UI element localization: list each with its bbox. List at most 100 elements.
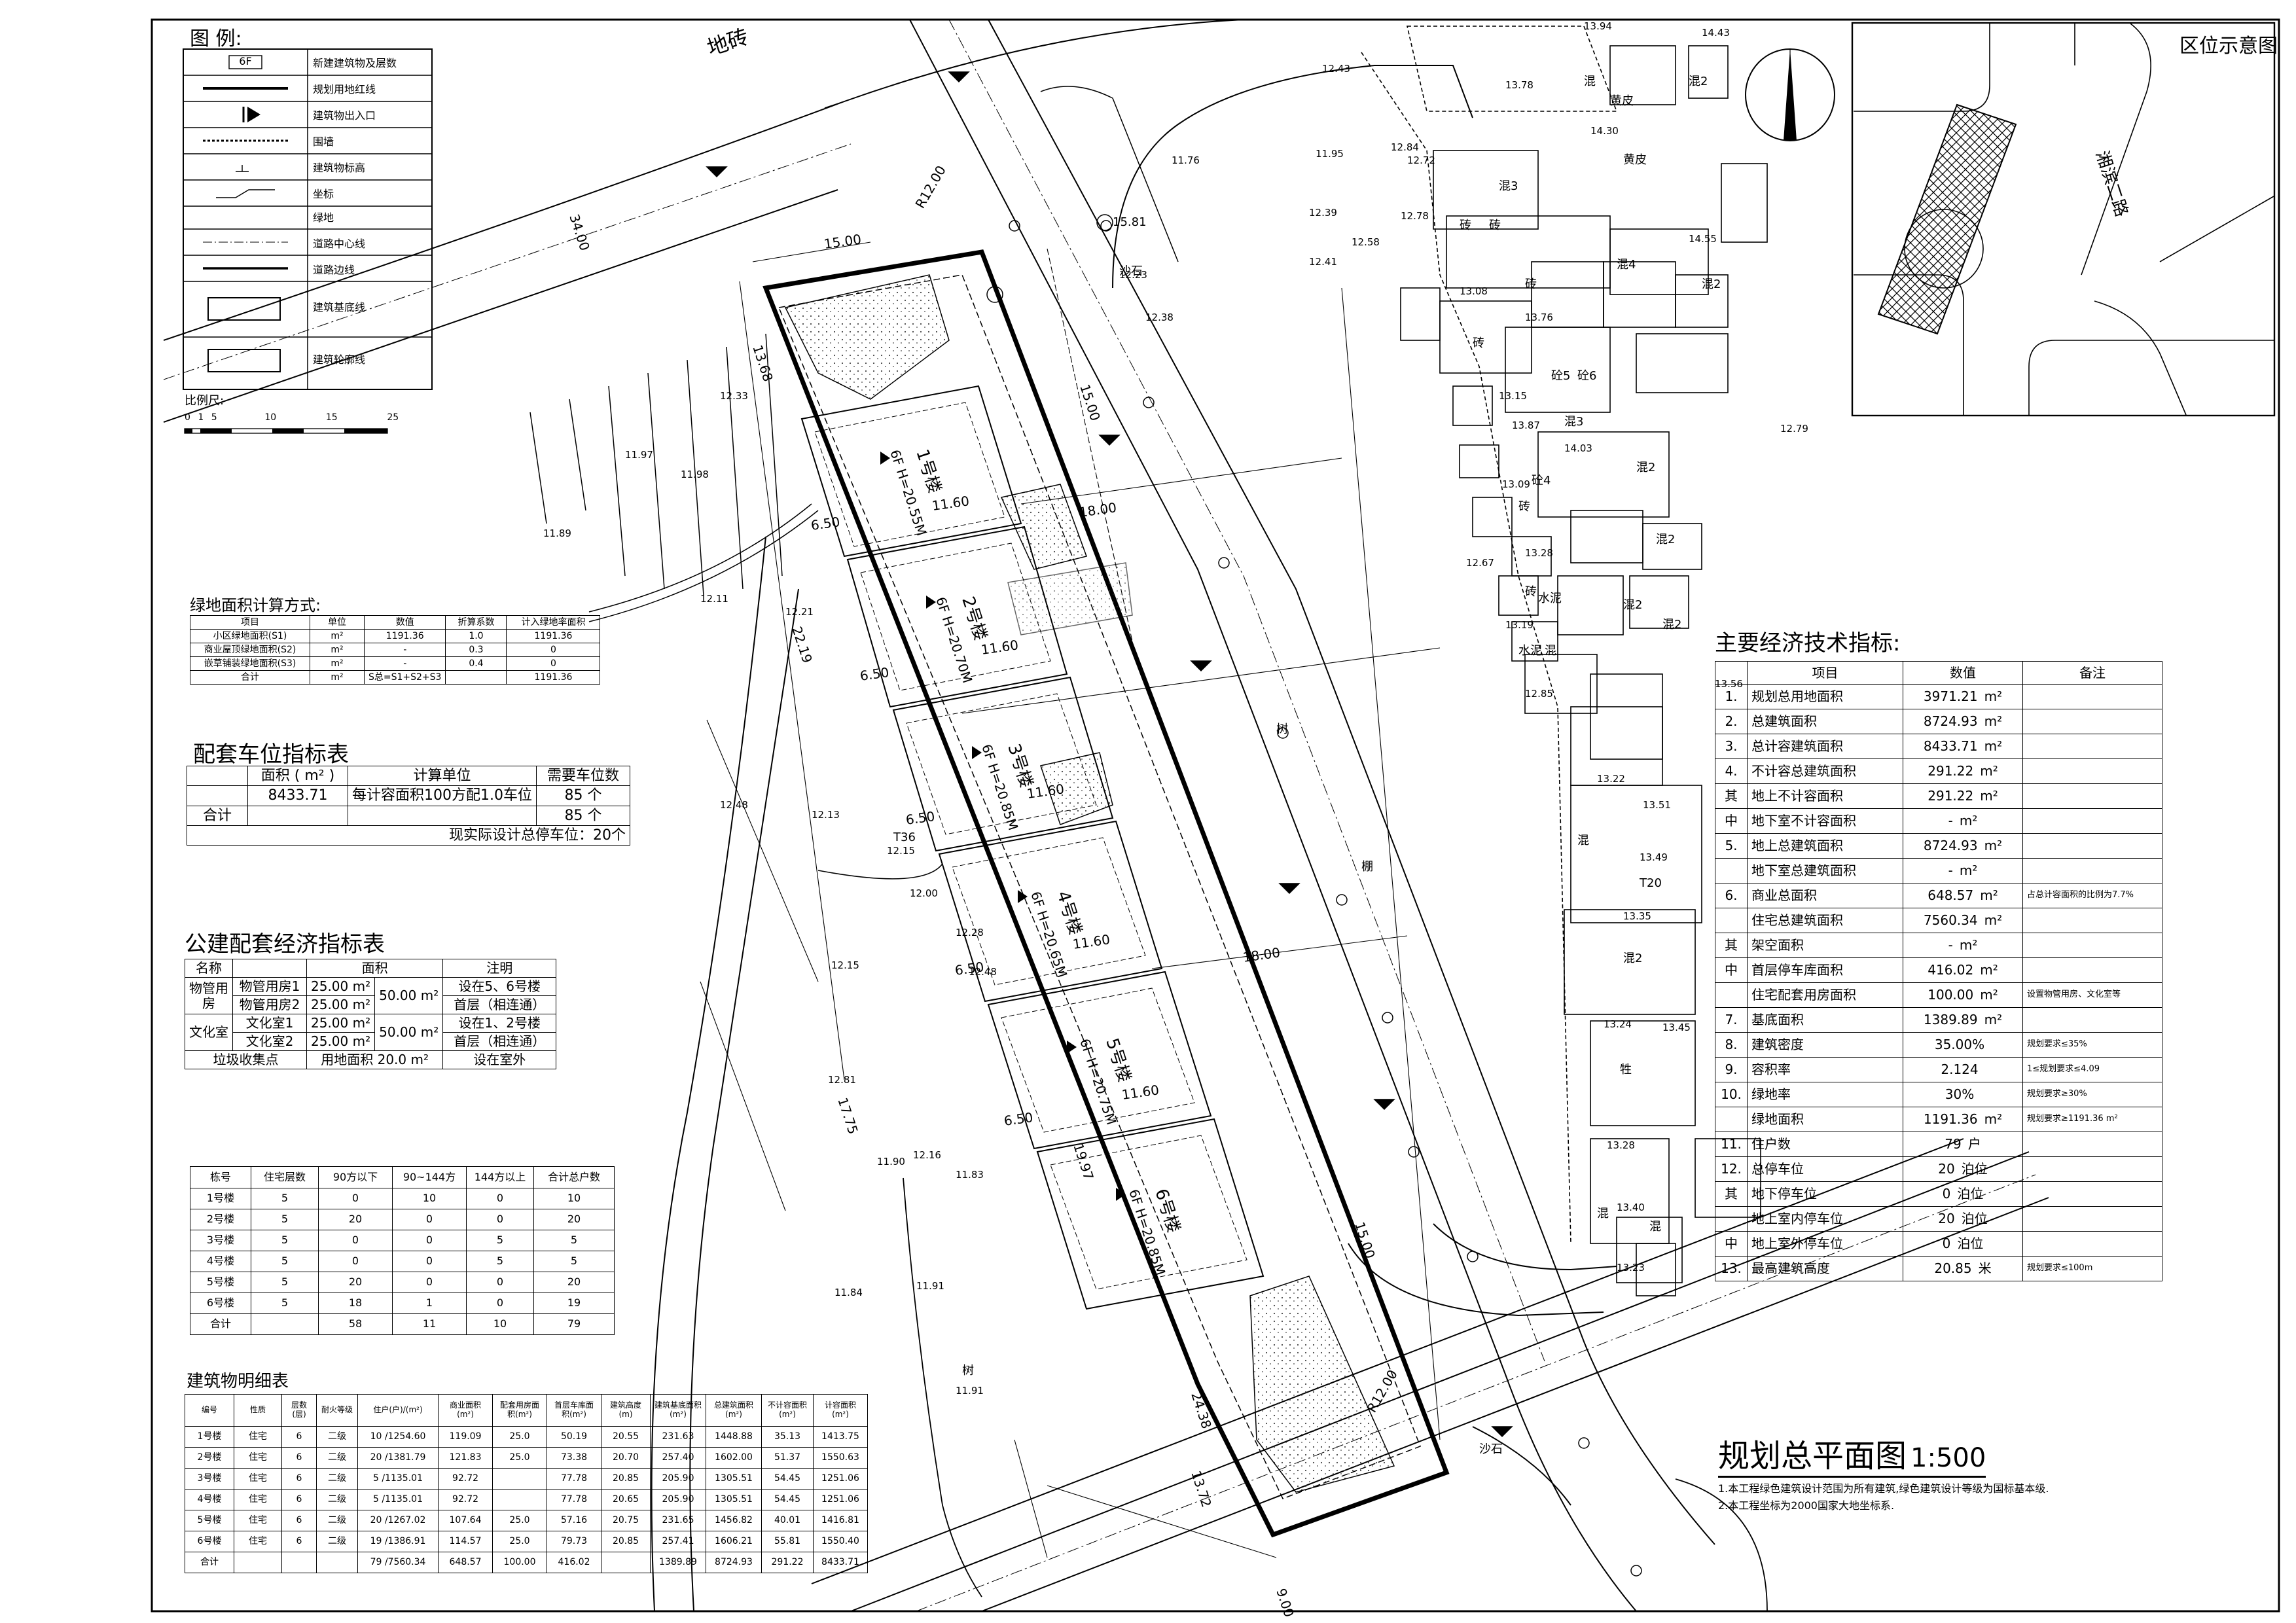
context-label: 牲	[1620, 1063, 1632, 1077]
value-unit: m²	[1984, 1111, 2003, 1127]
row-number: 4.	[1715, 758, 1748, 784]
table-cell: 0.3	[445, 643, 507, 658]
context-label: 混4	[1617, 258, 1636, 272]
elevation-label: 11.97	[625, 449, 653, 461]
row-number: 1.	[1715, 684, 1748, 709]
elevation-label: 14.03	[1564, 442, 1592, 454]
table-cell: 1602.00	[706, 1447, 762, 1469]
table-cell: 231.65	[650, 1510, 706, 1531]
elevation-label: 12.81	[828, 1074, 856, 1086]
table-cell: 119.09	[438, 1426, 493, 1448]
elevation-label: 13.09	[1502, 478, 1530, 490]
row-note	[2022, 734, 2162, 759]
row-item: 容积率	[1747, 1057, 1903, 1082]
misc-label: 沙石	[1479, 1442, 1503, 1456]
table-cell: m²	[310, 643, 365, 658]
table-cell: 0	[466, 1209, 534, 1230]
table-cell: 住宅	[234, 1447, 282, 1469]
table-cell: 6	[281, 1510, 317, 1531]
context-label: 黄皮	[1610, 94, 1634, 108]
table-cell	[281, 1552, 317, 1573]
table-cell: 92.72	[438, 1468, 493, 1489]
header-cell: 计入绿地率面积	[506, 615, 601, 630]
table-cell: 3号楼	[185, 1468, 234, 1489]
elevation-label: 13.40	[1617, 1202, 1645, 1213]
header-cell: 建筑高度(m)	[601, 1394, 651, 1427]
table-cell: 0	[466, 1293, 534, 1314]
header-cell: 总建筑面积(m²)	[706, 1394, 762, 1427]
table-cell: 0	[318, 1251, 393, 1272]
legend-item: 规划用地红线	[313, 83, 376, 96]
table-cell: 0	[506, 656, 601, 671]
legend-item: 围墙	[313, 135, 334, 148]
row-value: -m²	[1903, 933, 2023, 958]
value-text: 100.00	[1928, 987, 1974, 1003]
elevation-label: 14.43	[1702, 27, 1730, 39]
table-cell: 6	[281, 1426, 317, 1448]
table-cell: 25.0	[492, 1531, 547, 1552]
elevation-label: 12.72	[1407, 154, 1435, 166]
table-cell: 20.75	[601, 1510, 651, 1531]
value-text: 20	[1938, 1161, 1955, 1177]
buildings	[800, 385, 1265, 1310]
table-cell: m²	[310, 670, 365, 685]
elevation-label: 12.38	[1145, 312, 1174, 323]
table-cell: 25.0	[492, 1447, 547, 1469]
legend-item: 道路中心线	[313, 238, 366, 250]
table-cell: 1	[392, 1293, 467, 1314]
legend-item: 道路边线	[313, 264, 355, 276]
legend-item: 建筑物出入口	[313, 109, 376, 122]
table-cell: 住宅	[234, 1531, 282, 1552]
table-cell: 住宅	[234, 1468, 282, 1489]
table-cell: 0	[392, 1230, 467, 1251]
row-note	[2022, 808, 2162, 834]
header-cell: 备注	[2022, 661, 2162, 685]
dimension-label: 9.00	[1273, 1586, 1297, 1619]
table-cell: 92.72	[438, 1489, 493, 1510]
value-text: 79	[1945, 1136, 1962, 1152]
row-number: 8.	[1715, 1032, 1748, 1058]
table-cell: 1251.06	[813, 1468, 868, 1489]
header-cell: 项目	[190, 615, 310, 630]
table-cell: 5 /1135.01	[357, 1489, 439, 1510]
elevation-label: 13.28	[1607, 1139, 1635, 1151]
table-cell	[316, 1552, 358, 1573]
misc-label: T20	[1639, 876, 1662, 890]
row-item: 基底面积	[1747, 1007, 1903, 1033]
parking-footer: 现实际设计总停车位：20个	[187, 825, 630, 846]
elevation-label: 12.67	[1466, 557, 1494, 569]
table-cell: 1191.36	[506, 629, 601, 644]
dimension-label: 13.68	[749, 343, 776, 383]
row-item: 绿地面积	[1747, 1107, 1903, 1132]
value-text: 1389.89	[1923, 1012, 1978, 1027]
row-number: 中	[1715, 808, 1748, 834]
value-unit: 米	[1978, 1260, 1992, 1276]
table-cell	[492, 1468, 547, 1489]
table-row: 中地下室不计容面积-m²	[1715, 808, 2162, 834]
legend-title: 图 例:	[190, 27, 242, 50]
plan-note: 2.本工程坐标为2000国家大地坐标系.	[1718, 1499, 1895, 1512]
elevation-label: 11.83	[956, 1169, 984, 1181]
table-row: 其架空面积-m²	[1715, 933, 2162, 958]
row-item: 地下室不计容面积	[1747, 808, 1903, 834]
row-item: 地上总建筑面积	[1747, 833, 1903, 859]
elevation-label: 13.19	[1505, 619, 1534, 631]
value-unit: m²	[1980, 763, 1998, 779]
table-cell: 小区绿地面积(S1)	[190, 629, 310, 644]
misc-label: 树	[1276, 722, 1288, 736]
elevation-label: 13.35	[1623, 910, 1651, 922]
context-label: 混	[1649, 1220, 1661, 1234]
elevation-label: 12.23	[1119, 269, 1147, 281]
value-text: 0	[1942, 1236, 1951, 1251]
header-cell: 住户(户)/(m²)	[357, 1394, 439, 1427]
